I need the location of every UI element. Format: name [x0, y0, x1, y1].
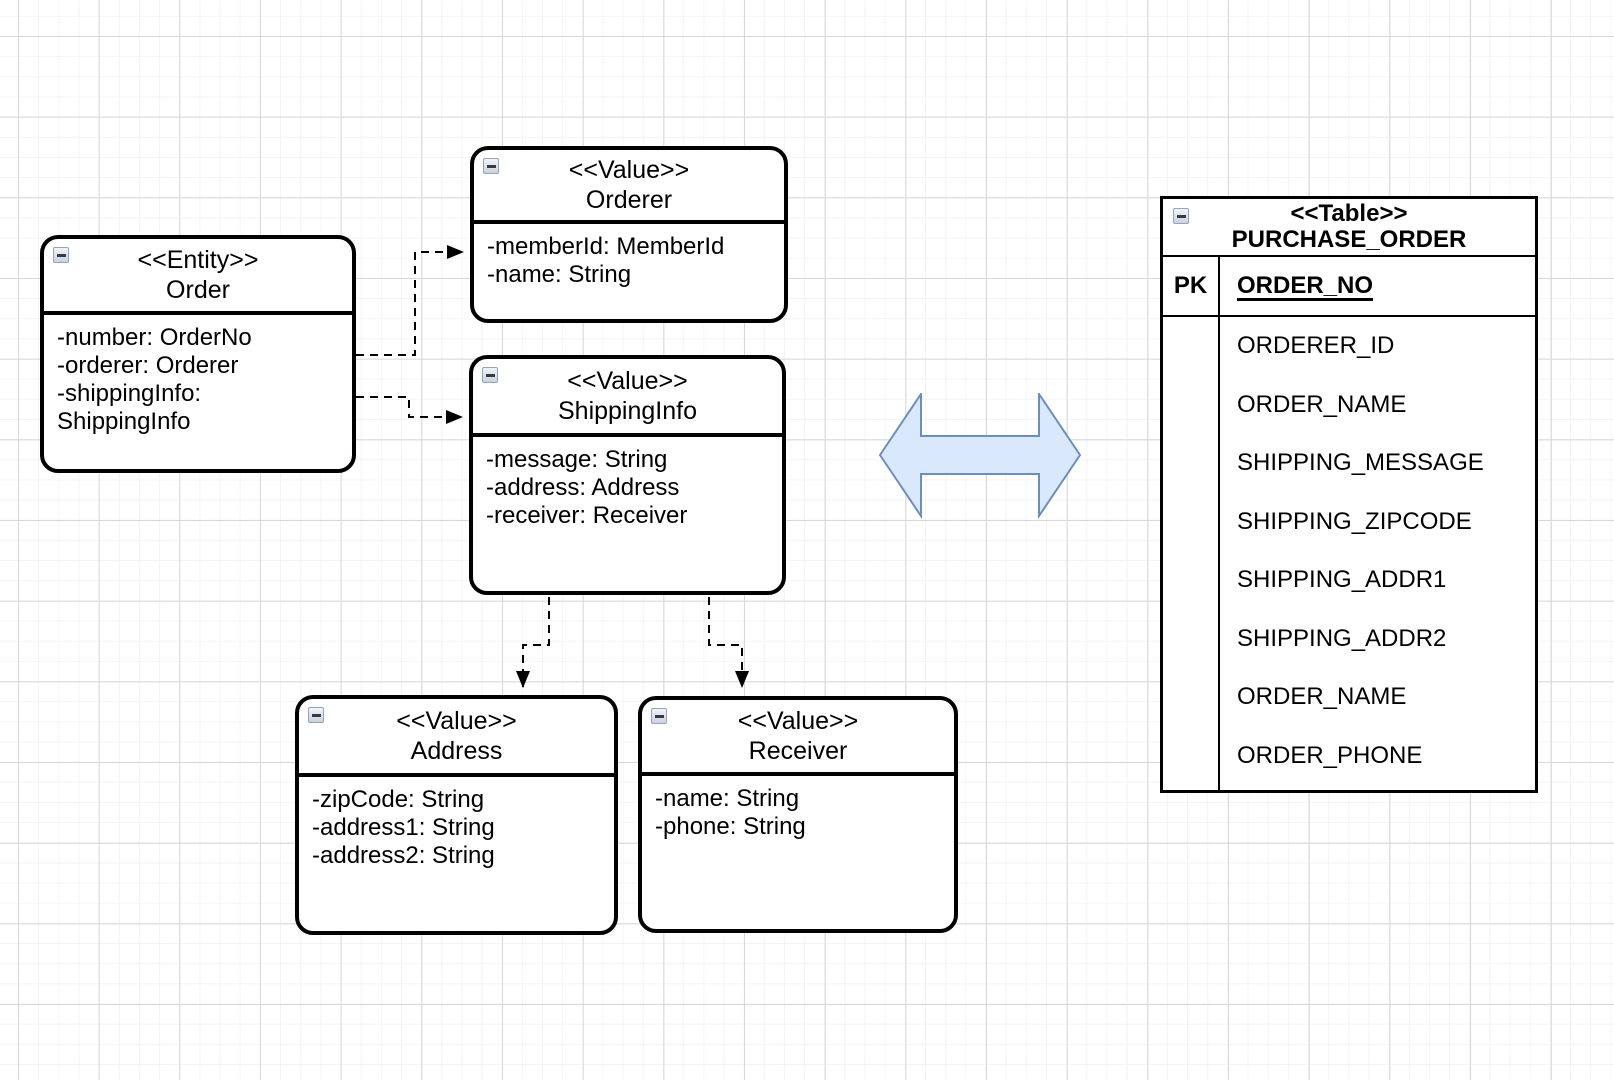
attribute-line: -receiver: Receiver: [486, 502, 688, 529]
stereotype-label: <<Value>>: [396, 707, 517, 735]
class-header-receiver: <<Value>> Receiver: [642, 700, 954, 776]
attribute-line: -address2: String: [312, 842, 495, 869]
connector-order-to-orderer[interactable]: [356, 245, 464, 356]
attribute-line: -address: Address: [486, 474, 680, 501]
class-box-shippinginfo[interactable]: <<Value>> ShippingInfo -message: String …: [469, 355, 786, 595]
table-row[interactable]: SHIPPING_ZIPCODE: [1237, 507, 1472, 535]
table-stereotype: <<Table>>: [1290, 200, 1408, 227]
bidirectional-arrow[interactable]: [878, 393, 1082, 519]
class-header-order: <<Entity>> Order: [44, 239, 352, 315]
class-name: ShippingInfo: [557, 397, 697, 425]
table-row[interactable]: SHIPPING_ADDR1: [1237, 566, 1447, 594]
minus-icon: [1176, 214, 1186, 218]
collapse-icon[interactable]: [651, 708, 667, 724]
attribute-line: -name: String: [487, 261, 632, 288]
collapse-icon[interactable]: [483, 158, 499, 174]
db-table-header: <<Table>> PURCHASE_ORDER: [1163, 199, 1535, 257]
class-header-shippinginfo: <<Value>> ShippingInfo: [473, 359, 782, 437]
class-box-order[interactable]: <<Entity>> Order -number: OrderNo -order…: [40, 235, 356, 473]
attributes-section: -name: String -phone: String: [642, 776, 954, 850]
db-table-purchase-order[interactable]: <<Table>> PURCHASE_ORDER PK ORDER_NO ORD…: [1160, 196, 1538, 793]
class-box-address[interactable]: <<Value>> Address -zipCode: String -addr…: [295, 695, 618, 935]
column-list: ORDERER_ID ORDER_NAME SHIPPING_MESSAGE S…: [1220, 317, 1535, 790]
attributes-section: -number: OrderNo -orderer: Orderer -ship…: [44, 315, 352, 445]
table-row[interactable]: ORDER_NAME: [1237, 683, 1407, 711]
class-name: Order: [166, 276, 230, 304]
attributes-section: -message: String -address: Address -rece…: [473, 437, 782, 539]
class-header-address: <<Value>> Address: [299, 699, 614, 777]
class-name: Address: [410, 737, 503, 765]
pk-column-cell: ORDER_NO: [1220, 257, 1535, 315]
table-row[interactable]: SHIPPING_MESSAGE: [1237, 449, 1484, 477]
pk-column-name: ORDER_NO: [1237, 272, 1374, 299]
table-row[interactable]: ORDER_PHONE: [1237, 741, 1423, 769]
minus-icon: [56, 253, 66, 257]
collapse-icon[interactable]: [53, 247, 69, 263]
attribute-line: -message: String: [486, 446, 668, 473]
stereotype-label: <<Value>>: [737, 707, 859, 735]
class-header-orderer: <<Value>> Orderer: [474, 150, 784, 224]
attributes-section: -memberId: MemberId -name: String: [474, 224, 784, 298]
minus-icon: [311, 713, 321, 717]
connector-shippinginfo-to-address[interactable]: [516, 597, 550, 688]
table-row[interactable]: SHIPPING_ADDR2: [1237, 624, 1447, 652]
pk-badge: PK: [1163, 257, 1220, 315]
class-name: Orderer: [585, 186, 673, 214]
class-box-receiver[interactable]: <<Value>> Receiver -name: String -phone:…: [638, 696, 958, 933]
connector-order-to-shippinginfo[interactable]: [356, 396, 463, 424]
db-table-body: ORDERER_ID ORDER_NAME SHIPPING_MESSAGE S…: [1163, 317, 1535, 790]
attributes-section: -zipCode: String -address1: String -addr…: [299, 777, 614, 879]
attribute-line: -shippingInfo: ShippingInfo: [57, 380, 202, 435]
table-row[interactable]: ORDER_NAME: [1237, 390, 1407, 418]
attribute-line: -address1: String: [312, 814, 495, 841]
attribute-line: -name: String: [655, 785, 800, 812]
minus-icon: [654, 714, 664, 718]
stereotype-label: <<Entity>>: [137, 246, 259, 274]
stereotype-label: <<Value>>: [568, 156, 690, 184]
pk-gutter: [1163, 317, 1220, 790]
table-name: PURCHASE_ORDER: [1231, 226, 1467, 253]
class-box-orderer[interactable]: <<Value>> Orderer -memberId: MemberId -n…: [470, 146, 788, 323]
pk-row[interactable]: PK ORDER_NO: [1163, 257, 1535, 317]
attribute-line: -orderer: Orderer: [57, 352, 239, 379]
stereotype-label: <<Value>>: [567, 367, 688, 395]
collapse-icon[interactable]: [482, 367, 498, 383]
attribute-line: -number: OrderNo: [57, 324, 252, 351]
collapse-icon[interactable]: [1173, 208, 1189, 224]
minus-icon: [485, 373, 495, 377]
attribute-line: -zipCode: String: [312, 786, 485, 813]
attribute-line: -memberId: MemberId: [487, 233, 725, 260]
attribute-line: -phone: String: [655, 813, 806, 840]
table-row[interactable]: ORDERER_ID: [1237, 332, 1395, 360]
class-name: Receiver: [748, 737, 848, 765]
minus-icon: [486, 164, 496, 168]
bidirectional-arrow-shape[interactable]: [878, 393, 1082, 519]
collapse-icon[interactable]: [308, 707, 324, 723]
connector-shippinginfo-to-receiver[interactable]: [708, 597, 749, 688]
